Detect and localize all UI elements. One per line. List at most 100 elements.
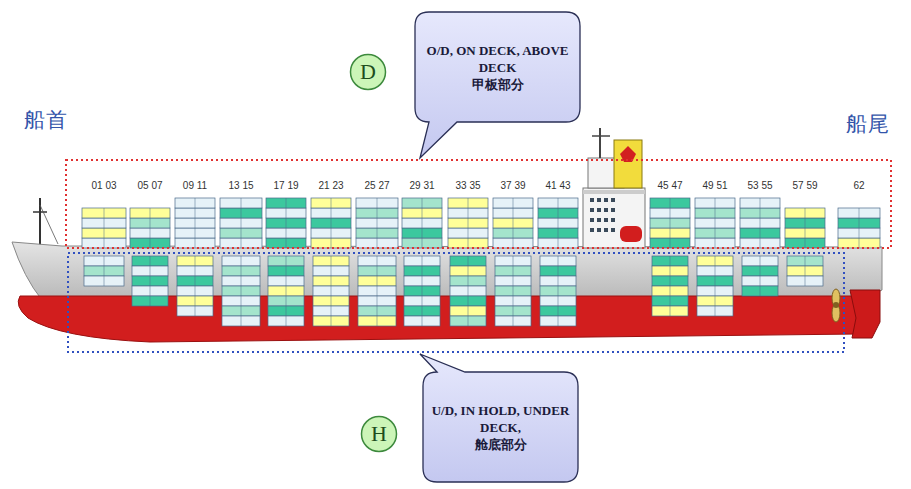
container-seam — [150, 208, 151, 218]
deck-container — [650, 198, 690, 208]
hold-container — [222, 276, 260, 286]
container-seam — [150, 228, 151, 238]
container-seam — [377, 256, 378, 266]
container-seam — [422, 218, 423, 228]
container-seam — [558, 276, 559, 286]
deck-container — [130, 218, 170, 228]
hold-container — [268, 286, 304, 296]
container-seam — [805, 208, 806, 218]
container-seam — [241, 238, 242, 248]
stay-wire — [40, 205, 58, 244]
hold-container — [540, 266, 576, 276]
container-seam — [715, 208, 716, 218]
deck-container — [785, 208, 825, 218]
container-seam — [195, 306, 196, 316]
bay-number: 37 39 — [500, 180, 525, 191]
container-seam — [513, 296, 514, 306]
deck-container — [838, 238, 880, 248]
bay-number: 21 23 — [318, 180, 343, 191]
container-seam — [859, 238, 860, 248]
hold-container — [697, 266, 733, 276]
hold-container — [404, 266, 440, 276]
callout-bubble: O/D, ON DECK, ABOVE DECK甲板部分 — [415, 12, 580, 122]
container-seam — [331, 306, 332, 316]
container-seam — [468, 208, 469, 218]
deck-container — [356, 198, 398, 208]
deck-container — [695, 198, 735, 208]
hold-container — [495, 306, 531, 316]
deck-container — [448, 218, 488, 228]
container-seam — [286, 228, 287, 238]
container-seam — [513, 238, 514, 248]
window — [604, 198, 608, 202]
bay-number: 01 03 — [91, 180, 116, 191]
container-seam — [195, 238, 196, 248]
container-seam — [468, 296, 469, 306]
deck-container — [220, 218, 262, 228]
hull-bottom — [18, 296, 866, 342]
container-seam — [715, 198, 716, 208]
callout-text: U/D, IN HOLD, UNDER DECK, — [429, 402, 572, 436]
container-seam — [859, 218, 860, 228]
container-seam — [558, 306, 559, 316]
container-seam — [805, 238, 806, 248]
container-seam — [468, 316, 469, 326]
container-seam — [422, 286, 423, 296]
deck-container — [695, 238, 735, 248]
hold-container — [132, 266, 168, 276]
bow-label: 船首 — [24, 106, 68, 134]
container-seam — [513, 306, 514, 316]
container-seam — [377, 208, 378, 218]
container-seam — [286, 218, 287, 228]
container-seam — [331, 286, 332, 296]
container-seam — [150, 238, 151, 248]
deck-container — [356, 208, 398, 218]
bridge-windows — [590, 198, 615, 232]
window — [611, 228, 615, 232]
window — [590, 228, 594, 232]
deck-container — [785, 228, 825, 238]
container-seam — [422, 296, 423, 306]
hold-container — [495, 286, 531, 296]
deck-container — [740, 218, 780, 228]
deck-container — [493, 238, 533, 248]
deck-container — [650, 208, 690, 218]
hold-container — [132, 296, 168, 306]
container-seam — [331, 208, 332, 218]
hold-container — [132, 256, 168, 266]
bay-number: 41 43 — [545, 180, 570, 191]
hold-container — [742, 266, 778, 276]
radar-bar — [592, 135, 610, 137]
deck-container — [130, 208, 170, 218]
text-holder: O/D, ON DECK, ABOVE DECK甲板部分 — [415, 12, 580, 101]
deck-container — [175, 228, 215, 238]
container-seam — [468, 276, 469, 286]
text-holder: D — [349, 53, 387, 91]
hold-container — [222, 306, 260, 316]
bay-number: 45 47 — [657, 180, 682, 191]
container-seam — [286, 256, 287, 266]
container-seam — [104, 208, 105, 218]
container-seam — [422, 276, 423, 286]
container-seam — [513, 286, 514, 296]
deck-container — [838, 218, 880, 228]
speech-bubble-shape — [415, 12, 580, 158]
container-seam — [670, 198, 671, 208]
container-seam — [805, 266, 806, 276]
hold-container — [84, 266, 124, 276]
window — [597, 218, 601, 222]
container-seam — [195, 218, 196, 228]
container-seam — [195, 296, 196, 306]
container-seam — [513, 266, 514, 276]
deck-container — [175, 198, 215, 208]
container-seam — [331, 276, 332, 286]
hold-container — [742, 286, 778, 296]
callout-text: 舱底部分 — [429, 436, 572, 453]
container-seam — [331, 228, 332, 238]
container-seam — [558, 238, 559, 248]
container-seam — [513, 256, 514, 266]
window — [604, 228, 608, 232]
container-seam — [377, 238, 378, 248]
